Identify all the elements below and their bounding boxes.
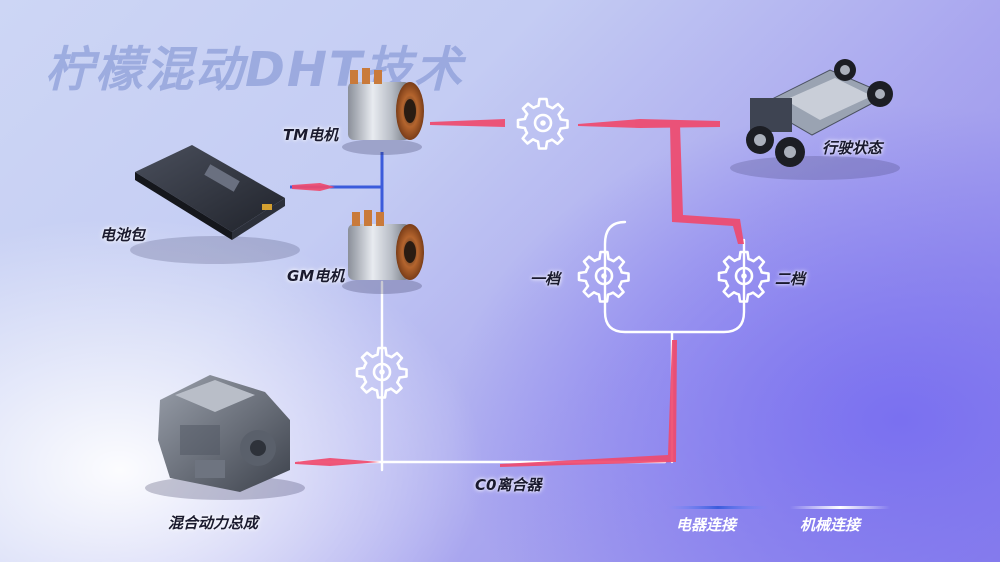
- gear-loop: [603, 220, 746, 334]
- flow-battery: [292, 183, 335, 191]
- label-clutch: C0离合器: [475, 476, 542, 494]
- flow-gear-to-drive: [578, 119, 720, 128]
- hybrid-engine-icon: [145, 375, 305, 500]
- flow-clutch-up: [500, 340, 677, 467]
- gm-motor-icon: [342, 210, 424, 294]
- flow-down-to-gear2: [670, 124, 744, 244]
- label-tm-motor: TM电机: [283, 126, 339, 144]
- label-powertrain: 混合动力总成: [168, 514, 259, 532]
- label-gear-1: 一档: [530, 270, 561, 288]
- label-gm-motor: GM电机: [287, 267, 345, 285]
- legend-mechanical-line: [790, 506, 890, 509]
- battery-pack-icon: [130, 145, 300, 264]
- label-drive-state: 行驶状态: [822, 139, 883, 157]
- vehicle-chassis-icon: [730, 59, 900, 180]
- gear-top-icon: [516, 97, 569, 150]
- power-flow: [292, 119, 744, 467]
- flow-tm-to-gear: [430, 119, 505, 127]
- tm-motor-icon: [342, 68, 424, 155]
- gear-first-icon: [577, 250, 630, 303]
- legend-mechanical-label: 机械连接: [800, 516, 861, 534]
- flow-engine: [295, 458, 380, 466]
- label-battery: 电池包: [100, 226, 146, 244]
- legend-electrical-line: [668, 506, 768, 509]
- label-gear-2: 二档: [775, 270, 806, 288]
- legend-electrical-label: 电器连接: [676, 516, 737, 534]
